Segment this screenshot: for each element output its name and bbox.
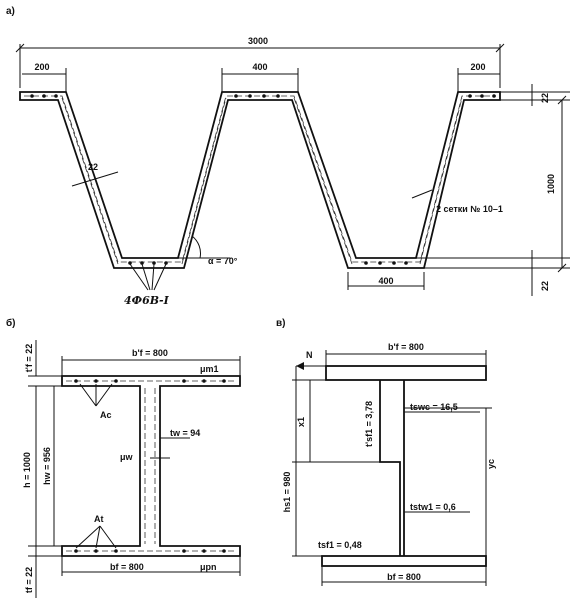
w-rebars [30,94,496,265]
total-width-label: 3000 [248,36,268,46]
hs1-label: hs1 = 980 [282,472,292,513]
i-section-outline [61,375,241,557]
tsf1-bottom-label: tsf1 = 0,48 [318,540,362,550]
ac-label: Ac [100,410,112,420]
panel-a-label: а) [6,6,15,17]
b-bf-bottom-label: bf = 800 [110,562,144,572]
height-label: 1000 [546,174,556,194]
yc-label: yc [486,459,496,469]
panel-b: б) b'f = 800 μm1 t'f = 22 h = 1000 hw = … [6,317,241,598]
panel-b-label: б) [6,317,16,329]
flange-thickness-bottom-label: 22 [540,281,550,291]
rebar-label: 4Ф6В-I [124,294,170,307]
bottom-flange-label: 400 [378,276,393,286]
b-bf-top-label: b'f = 800 [132,348,168,358]
dim-web-thickness: 22 [71,162,119,187]
force-label: N [306,350,313,360]
panel-a: а) 3000 200 400 200 [6,6,570,307]
mesh-label: 2 сетки № 10–1 [436,204,503,214]
c-bottom-flange [321,555,487,567]
tf-top-label: t'f = 22 [24,344,34,372]
flange-thickness-top-label: 22 [540,93,550,103]
at-label: At [94,514,104,524]
h-label: h = 1000 [22,452,32,488]
c-top-flange [325,365,487,381]
top-flange-left-label: 200 [34,62,49,72]
mu-w-label: μw [120,452,134,462]
top-flange-right-label: 200 [470,62,485,72]
c-bf-top-label: b'f = 800 [388,342,424,352]
c-bf-bottom-label: bf = 800 [387,572,421,582]
tw-label: tw = 94 [170,428,200,438]
panel-c: в) b'f = 800 N x1 hs1 = 980 t'sf1 = 3,78… [276,318,496,586]
web-thickness-label: 22 [88,162,98,172]
w-profile-mesh [24,95,496,263]
mu-p-label: μpn [200,562,217,572]
tswc-label: tswc = 16,5 [410,402,458,412]
tf-bottom-label: tf = 22 [24,567,34,593]
panel-c-label: в) [276,318,285,329]
angle-label: α = 70° [208,256,238,266]
tsf1-top-label: t'sf1 = 3,78 [364,401,374,447]
dim-height: 22 1000 22 [416,84,570,296]
dim-top-flanges: 200 400 200 [22,62,500,92]
x1-label: x1 [296,417,306,427]
c-web [379,380,405,556]
dim-total-width: 3000 [15,36,505,88]
mu-m1-label: μm1 [200,364,219,374]
top-flange-mid-label: 400 [252,62,267,72]
tstw1-label: tstw1 = 0,6 [410,502,456,512]
i-rebars [74,379,226,553]
hw-label: hw = 956 [42,447,52,485]
